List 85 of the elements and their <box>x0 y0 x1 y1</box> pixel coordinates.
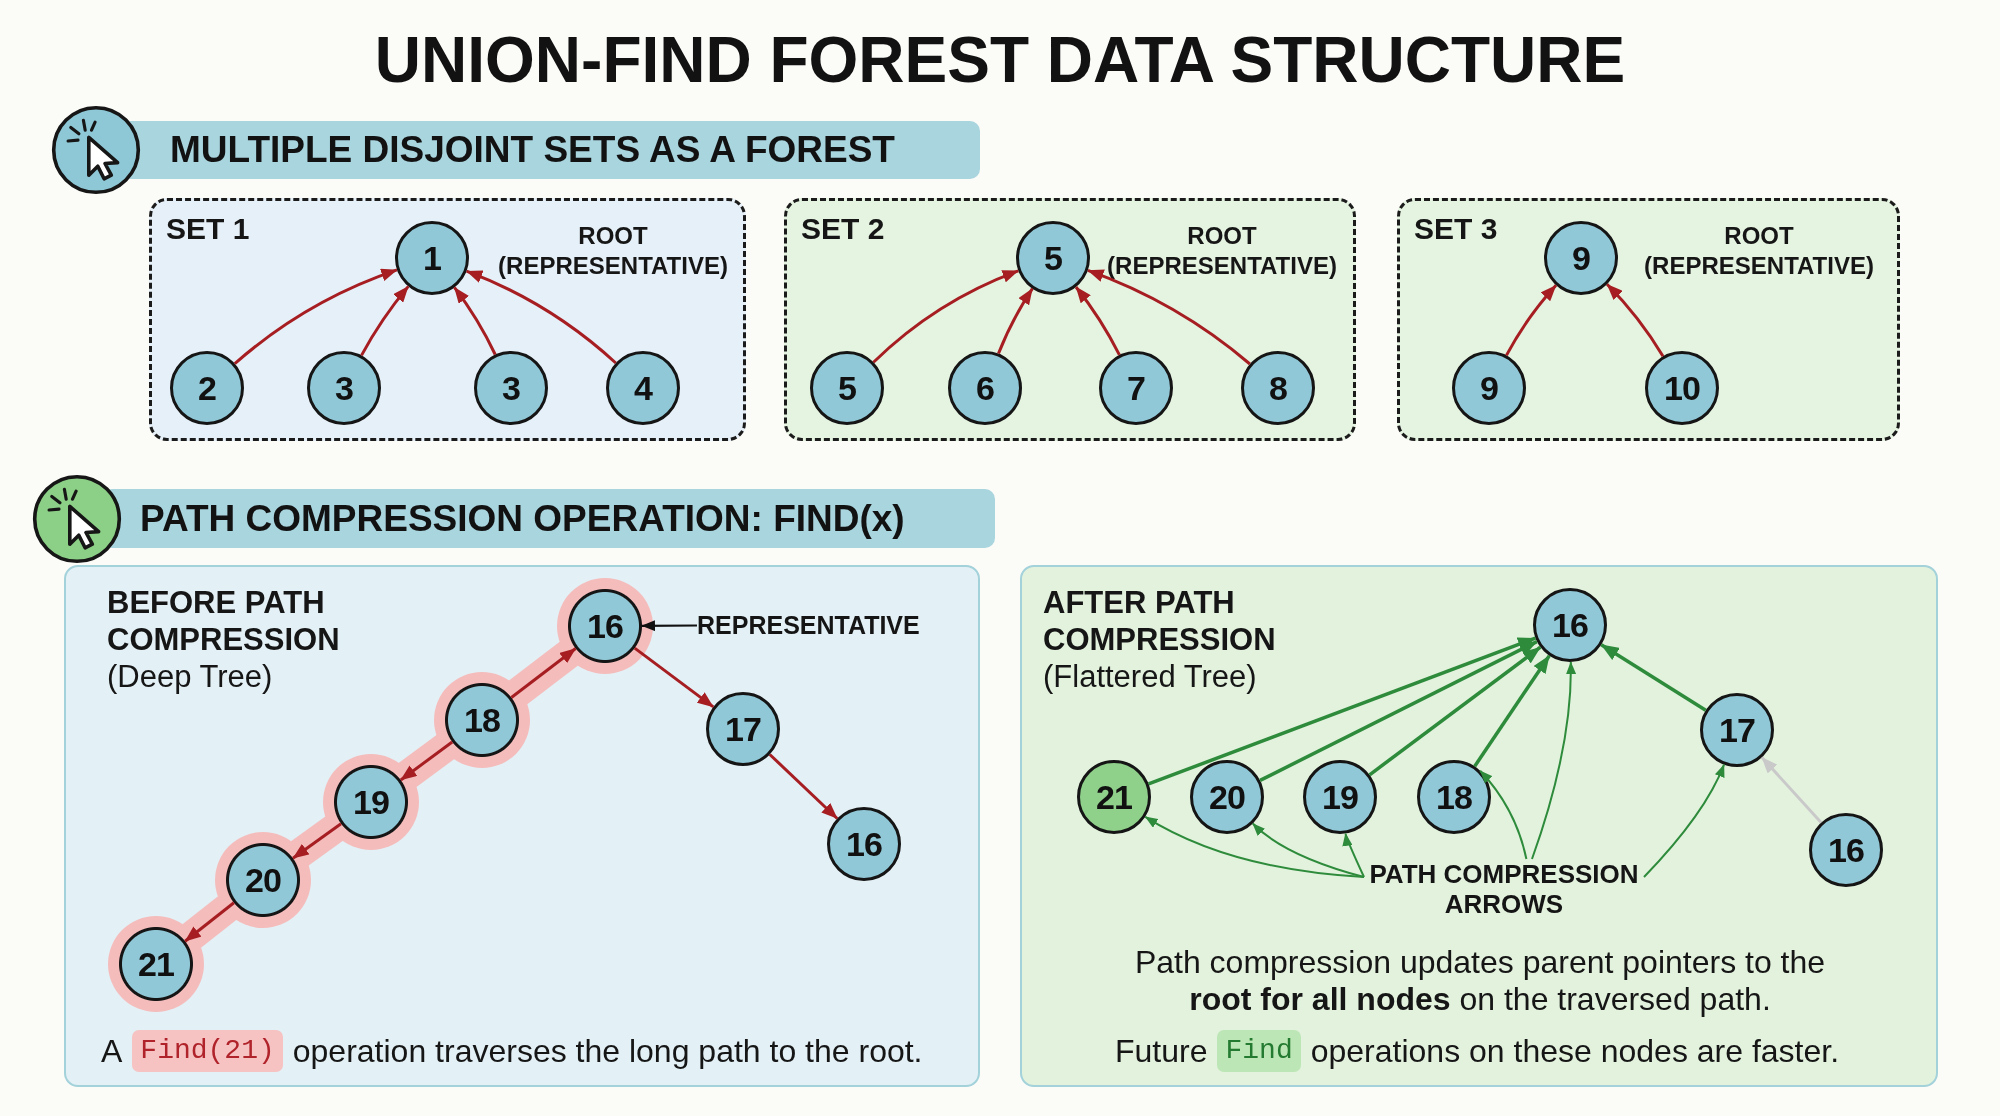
highlighted-arrow <box>398 734 455 788</box>
arrow <box>872 269 1019 364</box>
arrow <box>1505 284 1558 357</box>
set-label: SET 3 <box>1414 214 1498 244</box>
set-container <box>149 198 746 441</box>
highlighted-tree-node: 20 <box>215 832 311 928</box>
leader-arrow <box>1643 763 1725 878</box>
tree-node: 21 <box>1077 760 1151 834</box>
section-title: PATH COMPRESSION OPERATION: FIND(x) <box>140 498 905 540</box>
panel <box>1020 565 1938 1087</box>
highlighted-tree-node: 16 <box>557 578 653 674</box>
tree-node: 16 <box>1533 588 1607 662</box>
arrow <box>997 287 1034 355</box>
arrow <box>1368 645 1542 777</box>
tree-node: 20 <box>1190 760 1264 834</box>
leader-arrow <box>1531 661 1576 860</box>
arrow <box>768 753 839 820</box>
tree-node: 17 <box>1700 693 1774 767</box>
arrow <box>453 286 497 356</box>
arrow <box>1600 643 1707 712</box>
highlighted-tree-node: 18 <box>434 672 530 768</box>
arrow <box>1259 640 1538 782</box>
highlighted-tree-node: 19 <box>323 754 419 850</box>
diagram-title: UNION-FIND FOREST DATA STRUCTURE <box>374 28 1626 92</box>
arrow <box>1473 654 1551 768</box>
panel-heading: AFTER PATH COMPRESSION <box>1043 584 1277 658</box>
leader-arrow <box>1343 832 1365 878</box>
annotation-label: REPRESENTATIVE <box>697 610 920 640</box>
arrow <box>1087 269 1251 366</box>
tree-node: 8 <box>1241 351 1315 425</box>
tree-node: 7 <box>1099 351 1173 425</box>
code-snippet: Find(21) <box>132 1030 283 1072</box>
tree-node: 19 <box>1303 760 1377 834</box>
arrow <box>633 646 715 709</box>
panel <box>64 565 980 1087</box>
highlighted-arrow <box>290 816 344 866</box>
section-title: MULTIPLE DISJOINT SETS AS A FOREST <box>170 129 895 171</box>
caption-text: operation traverses the long path to the root. <box>292 1032 923 1070</box>
tree-node: 10 <box>1645 351 1719 425</box>
highlighted-tree-node: 21 <box>108 916 204 1012</box>
arrow <box>466 269 617 365</box>
set-container <box>784 198 1356 441</box>
leader-arrow <box>1251 822 1365 878</box>
panel-subheading: (Deep Tree) <box>107 658 273 695</box>
tree-node: 16 <box>827 807 901 881</box>
tree-node: 18 <box>1417 760 1491 834</box>
root-label: ROOT (REPRESENTATIVE) <box>1644 221 1874 281</box>
section-banner <box>32 474 995 564</box>
caption-text: operations on these nodes are faster. <box>1310 1032 1840 1070</box>
tree-node: 5 <box>810 351 884 425</box>
set-container <box>1397 198 1900 441</box>
arrow <box>360 285 410 357</box>
description-text: Path compression updates parent pointers to the root for all nodes on the traversed path. <box>1133 944 1827 1018</box>
tree-node: 3 <box>307 351 381 425</box>
root-label: ROOT (REPRESENTATIVE) <box>498 221 728 281</box>
leader-arrow <box>641 620 697 632</box>
tree-node: 4 <box>606 351 680 425</box>
panel-heading: BEFORE PATH COMPRESSION <box>107 584 341 658</box>
arrow <box>1606 283 1665 358</box>
section-banner <box>51 105 980 195</box>
caption-text: A <box>101 1032 123 1070</box>
tree-node: 5 <box>1016 221 1090 295</box>
tree-node: 16 <box>1809 813 1883 887</box>
tree-node: 9 <box>1452 351 1526 425</box>
tree-node: 6 <box>948 351 1022 425</box>
code-snippet: Find <box>1217 1030 1301 1072</box>
arrow <box>1148 636 1536 786</box>
arrow <box>233 268 398 365</box>
leader-arrow <box>1479 769 1528 860</box>
tree-node: 17 <box>706 692 780 766</box>
arrow <box>1760 756 1823 824</box>
highlighted-arrow <box>182 896 237 948</box>
panel-subheading: (Flattered Tree) <box>1043 658 1257 695</box>
tree-node: 9 <box>1544 221 1618 295</box>
annotation-label: PATH COMPRESSION ARROWS <box>1364 859 1644 919</box>
caption-text: Future <box>1115 1032 1208 1070</box>
leader-arrow <box>1144 815 1365 878</box>
set-label: SET 2 <box>801 214 885 244</box>
set-label: SET 1 <box>166 214 250 244</box>
tree-node: 3 <box>474 351 548 425</box>
tree-node: 1 <box>395 221 469 295</box>
arrow <box>1074 286 1121 356</box>
root-label: ROOT (REPRESENTATIVE) <box>1107 221 1337 281</box>
tree-node: 2 <box>170 351 244 425</box>
highlighted-arrow <box>508 641 579 705</box>
